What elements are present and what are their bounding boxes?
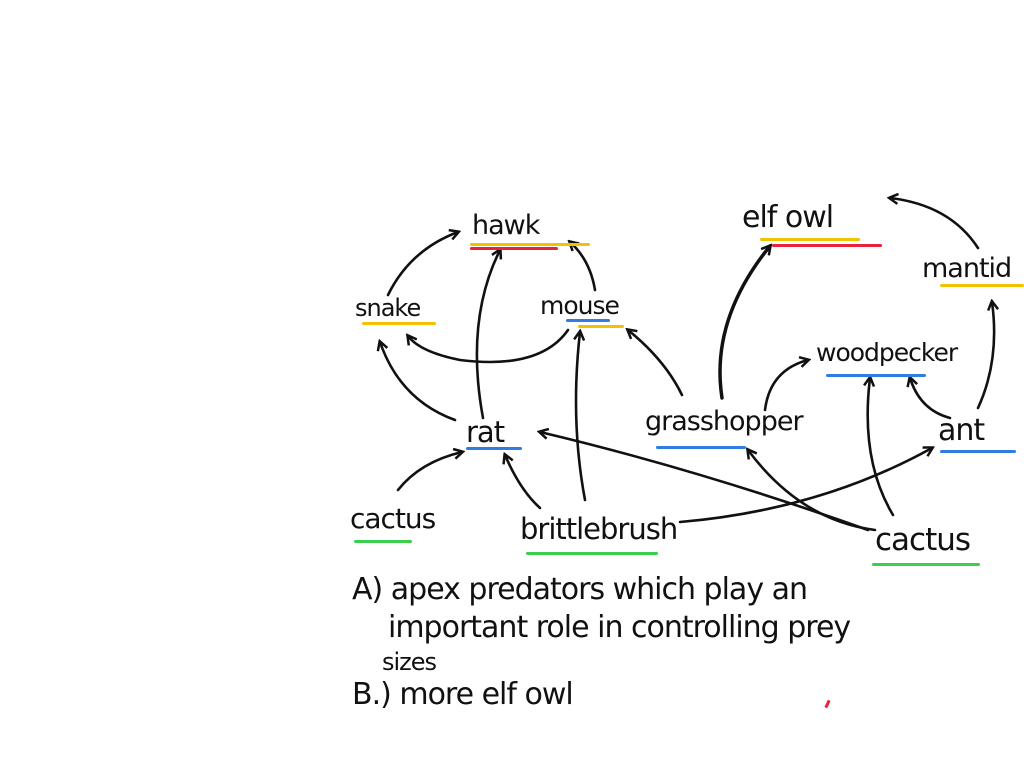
- arrow-rat-to-hawk: [475, 250, 500, 420]
- underline-snake-yellow: [362, 322, 436, 325]
- arrow-brittlebrush-to-mouse: [576, 332, 587, 502]
- label-mantid: mantid: [922, 253, 1012, 284]
- label-snake: snake: [355, 294, 421, 322]
- arrow-brittlebrush-to-ant: [678, 448, 932, 524]
- label-hawk: hawk: [472, 210, 540, 241]
- arrow-cactus-to-rat: [396, 452, 462, 492]
- arrow-grasshopper-to-woodpecker: [763, 360, 808, 412]
- label-rat: rat: [466, 415, 505, 449]
- underline-grasshopper-blue: [656, 446, 746, 449]
- arrow-mouse-to-snake: [408, 328, 570, 364]
- arrow-brittlebrush-to-rat: [505, 455, 542, 510]
- arrow-ant-to-mantid: [976, 302, 994, 410]
- answer-a-line2: important role in controlling prey: [388, 610, 851, 645]
- label-brittlebrush: brittlebrush: [520, 512, 678, 546]
- arrow-mouse-to-hawk: [570, 242, 597, 292]
- arrow-grasshopper-to-elfowl: [718, 246, 770, 400]
- answer-a-line1: A) apex predators which play an: [352, 572, 808, 607]
- label-ant: ant: [938, 413, 985, 448]
- underline-hawk-red: [470, 247, 558, 250]
- underline-mouse-blue: [566, 319, 610, 322]
- underline-mouse-yellow: [578, 325, 624, 328]
- underline-elfowl-yellow: [760, 238, 860, 241]
- underline-brittlebrush-green: [526, 552, 658, 555]
- arrow-mantid-to-elfowl: [890, 198, 980, 250]
- label-grasshopper: grasshopper: [645, 406, 804, 437]
- underline-woodpecker-blue: [826, 374, 926, 377]
- arrow-grasshopper-to-mouse: [628, 330, 684, 397]
- underline-hawk-yellow: [470, 243, 590, 246]
- underline-cactus-right-green: [872, 563, 980, 566]
- arrow-cactus-to-grasshopper: [748, 450, 877, 532]
- answer-a-line3: sizes: [382, 648, 437, 676]
- arrow-ant-to-woodpecker: [910, 378, 952, 420]
- arrow-snake-to-hawk: [386, 232, 458, 297]
- underline-ant-blue: [940, 450, 1016, 453]
- underline-rat-blue: [466, 447, 522, 450]
- underline-elfowl-red: [772, 244, 882, 247]
- arrow-rat-to-snake: [380, 342, 457, 422]
- label-mouse: mouse: [540, 291, 620, 320]
- label-woodpecker: woodpecker: [816, 338, 958, 367]
- arrow-cactus-to-woodpecker: [868, 378, 895, 517]
- underline-mantid-yellow: [940, 284, 1024, 287]
- label-cactus-right: cactus: [875, 522, 971, 558]
- label-elf-owl: elf owl: [742, 200, 834, 235]
- label-cactus-left: cactus: [350, 502, 436, 535]
- underline-cactus-left-green: [354, 540, 412, 543]
- answer-b-line1: B.) more elf owl: [352, 677, 574, 712]
